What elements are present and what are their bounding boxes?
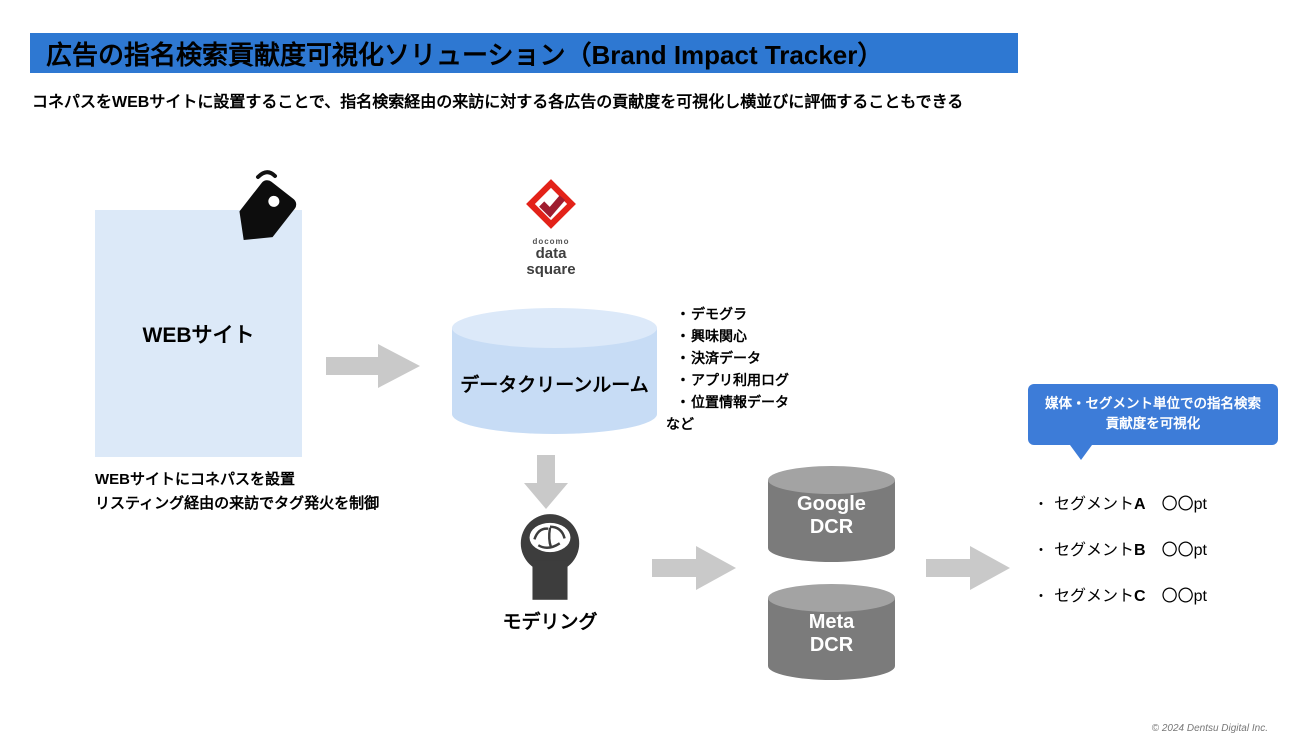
bullet-dot <box>1034 540 1048 560</box>
meta-dcr-cylinder: Meta DCR <box>768 584 895 682</box>
website-box-label: WEBサイト <box>142 323 255 347</box>
google-dcr-cylinder: Google DCR <box>768 466 895 564</box>
modeling-label: モデリング <box>502 612 598 633</box>
website-box: WEBサイト <box>95 210 302 457</box>
callout-pointer <box>1070 444 1092 460</box>
title-bar: 広告の指名検索貢献度可視化ソリューション（Brand Impact Tracke… <box>30 33 1018 73</box>
segment-value: 〇〇pt <box>1161 496 1207 513</box>
data-square-logo: docomo data square <box>496 176 606 278</box>
subtitle: コネパスをWEBサイトに設置することで、指名検索経由の来訪に対する各広告の貢献度… <box>32 94 964 111</box>
copyright: © 2024 Dentsu Digital Inc. <box>1151 723 1268 734</box>
data-sources-list: デモグラ 興味関心 決済データ アプリ利用ログ 位置情報データ <box>676 303 789 413</box>
clean-room-label: データクリーンルーム <box>460 375 649 396</box>
segment-value: 〇〇pt <box>1161 588 1207 605</box>
tag-icon <box>224 170 304 256</box>
modeling-block: モデリング <box>495 510 605 634</box>
list-item: 決済データ <box>676 347 789 369</box>
website-caption-line2: リスティング経由の来訪でタグ発火を制御 <box>95 495 380 512</box>
brain-head-icon <box>513 510 587 600</box>
segment-row: セグメント A 〇〇pt <box>1034 490 1207 536</box>
data-sources-suffix: など <box>666 416 694 432</box>
logo-word2: square <box>526 261 576 278</box>
segment-row: セグメント C 〇〇pt <box>1034 582 1207 628</box>
website-caption-line1: WEBサイトにコネパスを設置 <box>95 471 295 488</box>
segment-row: セグメント B 〇〇pt <box>1034 536 1207 582</box>
arrow-down-icon <box>524 455 568 509</box>
list-item: 位置情報データ <box>676 391 789 413</box>
segment-value: 〇〇pt <box>1161 542 1207 559</box>
arrow-right-icon <box>652 546 736 590</box>
meta-dcr-label: Meta DCR <box>808 611 855 656</box>
result-callout-text: 媒体・セグメント単位での指名検索貢献度を可視化 <box>1045 396 1261 432</box>
arrow-right-icon <box>926 546 1010 590</box>
website-caption: WEBサイトにコネパスを設置 リスティング経由の来訪でタグ発火を制御 <box>95 468 379 516</box>
logo-word1: data <box>535 245 567 262</box>
list-item: デモグラ <box>676 303 789 325</box>
list-item: 興味関心 <box>676 325 789 347</box>
list-item: アプリ利用ログ <box>676 369 789 391</box>
arrow-right-icon <box>326 344 420 388</box>
google-dcr-label: Google DCR <box>797 493 866 538</box>
bullet-dot <box>1034 586 1048 606</box>
segment-results: セグメント A 〇〇pt セグメント B 〇〇pt セグメント C 〇〇pt <box>1034 490 1207 628</box>
logo-brand-text: docomo <box>532 237 570 246</box>
clean-room-cylinder: データクリーンルーム <box>452 308 657 436</box>
result-callout: 媒体・セグメント単位での指名検索貢献度を可視化 <box>1028 384 1278 460</box>
bullet-dot <box>1034 494 1048 514</box>
page-title: 広告の指名検索貢献度可視化ソリューション（Brand Impact Tracke… <box>46 39 884 70</box>
data-square-logo-icon <box>523 179 579 236</box>
